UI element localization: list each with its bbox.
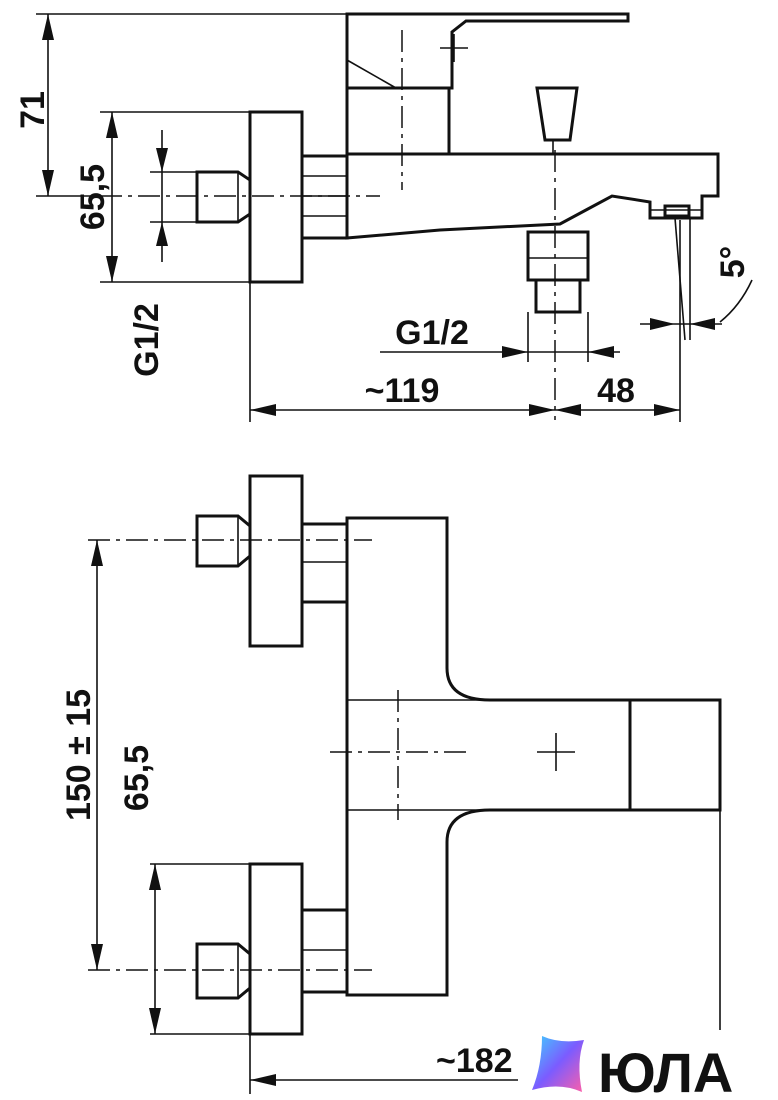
dim-angle: 5°	[714, 246, 752, 279]
side-view: 71 65,5 G1/2 G1/2 ~119 48	[14, 12, 753, 422]
dim-outlet-thread: G1/2	[395, 314, 469, 352]
dim-height-total: 71	[14, 91, 52, 129]
dim-depth: ~119	[365, 372, 440, 410]
watermark-brand: ЮЛА	[598, 1041, 733, 1100]
dim-inlet-spacing-side: 65,5	[74, 164, 112, 230]
dim-inlet-spacing-front: 65,5	[118, 745, 156, 811]
dim-inlet-thread: G1/2	[128, 303, 166, 377]
dim-centers: 150 ± 15	[60, 689, 98, 821]
yula-logo-icon	[532, 1036, 584, 1092]
dim-length: ~182	[436, 1042, 513, 1080]
front-view: 150 ± 15 65,5 ~182	[60, 474, 722, 1094]
dim-spout-offset: 48	[597, 372, 635, 410]
watermark: ЮЛА	[518, 1030, 778, 1100]
